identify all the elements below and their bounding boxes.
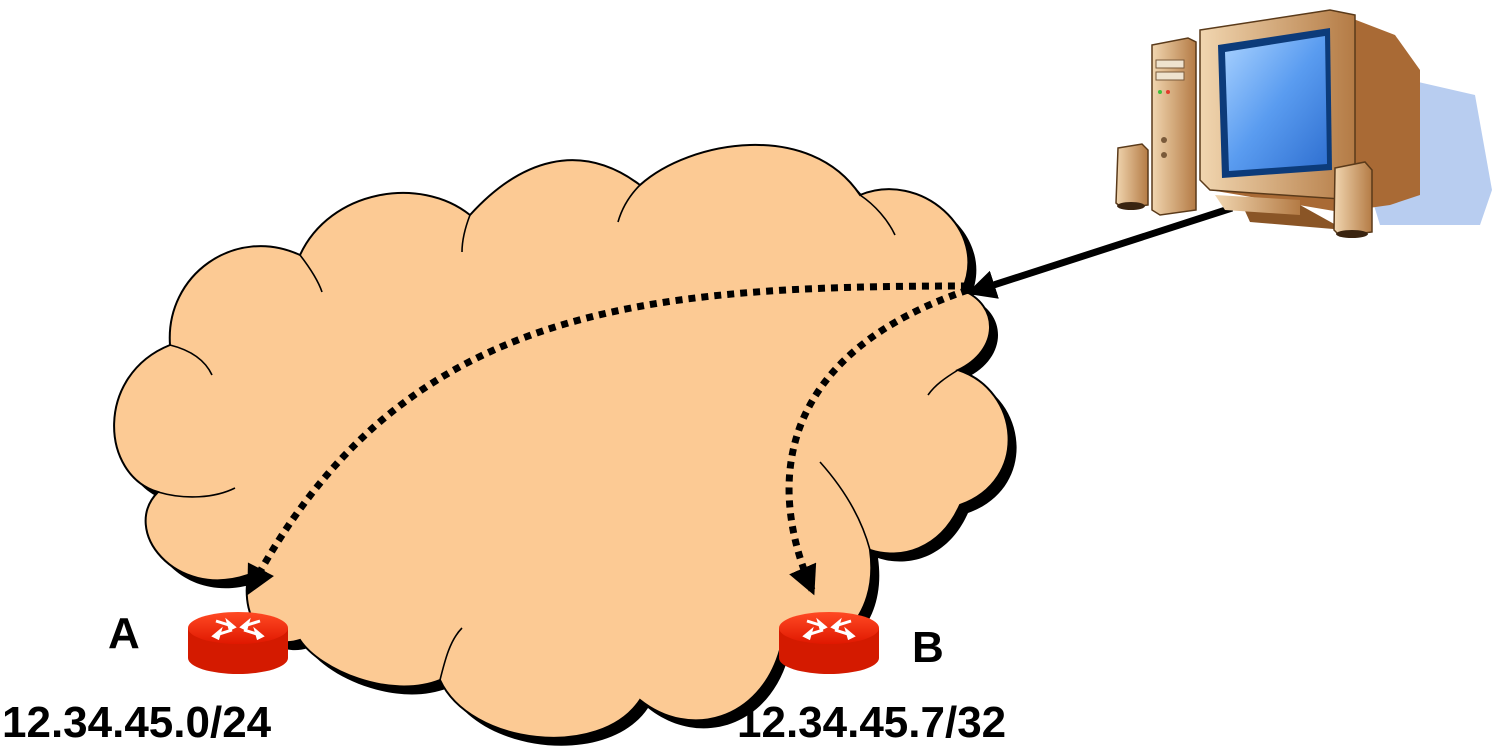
router-b-icon	[779, 612, 879, 674]
router-a-icon	[188, 612, 288, 674]
ingress-arrow	[966, 204, 1234, 299]
router-b-label: B	[912, 623, 944, 672]
path-to-router-a	[246, 282, 969, 596]
router-a-label: A	[108, 609, 140, 658]
path-to-router-b	[785, 286, 970, 596]
router-a-prefix: 12.34.45.0/24	[2, 698, 272, 747]
desktop-computer-icon	[1115, 9, 1492, 238]
router-b-prefix: 12.34.45.7/32	[737, 698, 1007, 747]
